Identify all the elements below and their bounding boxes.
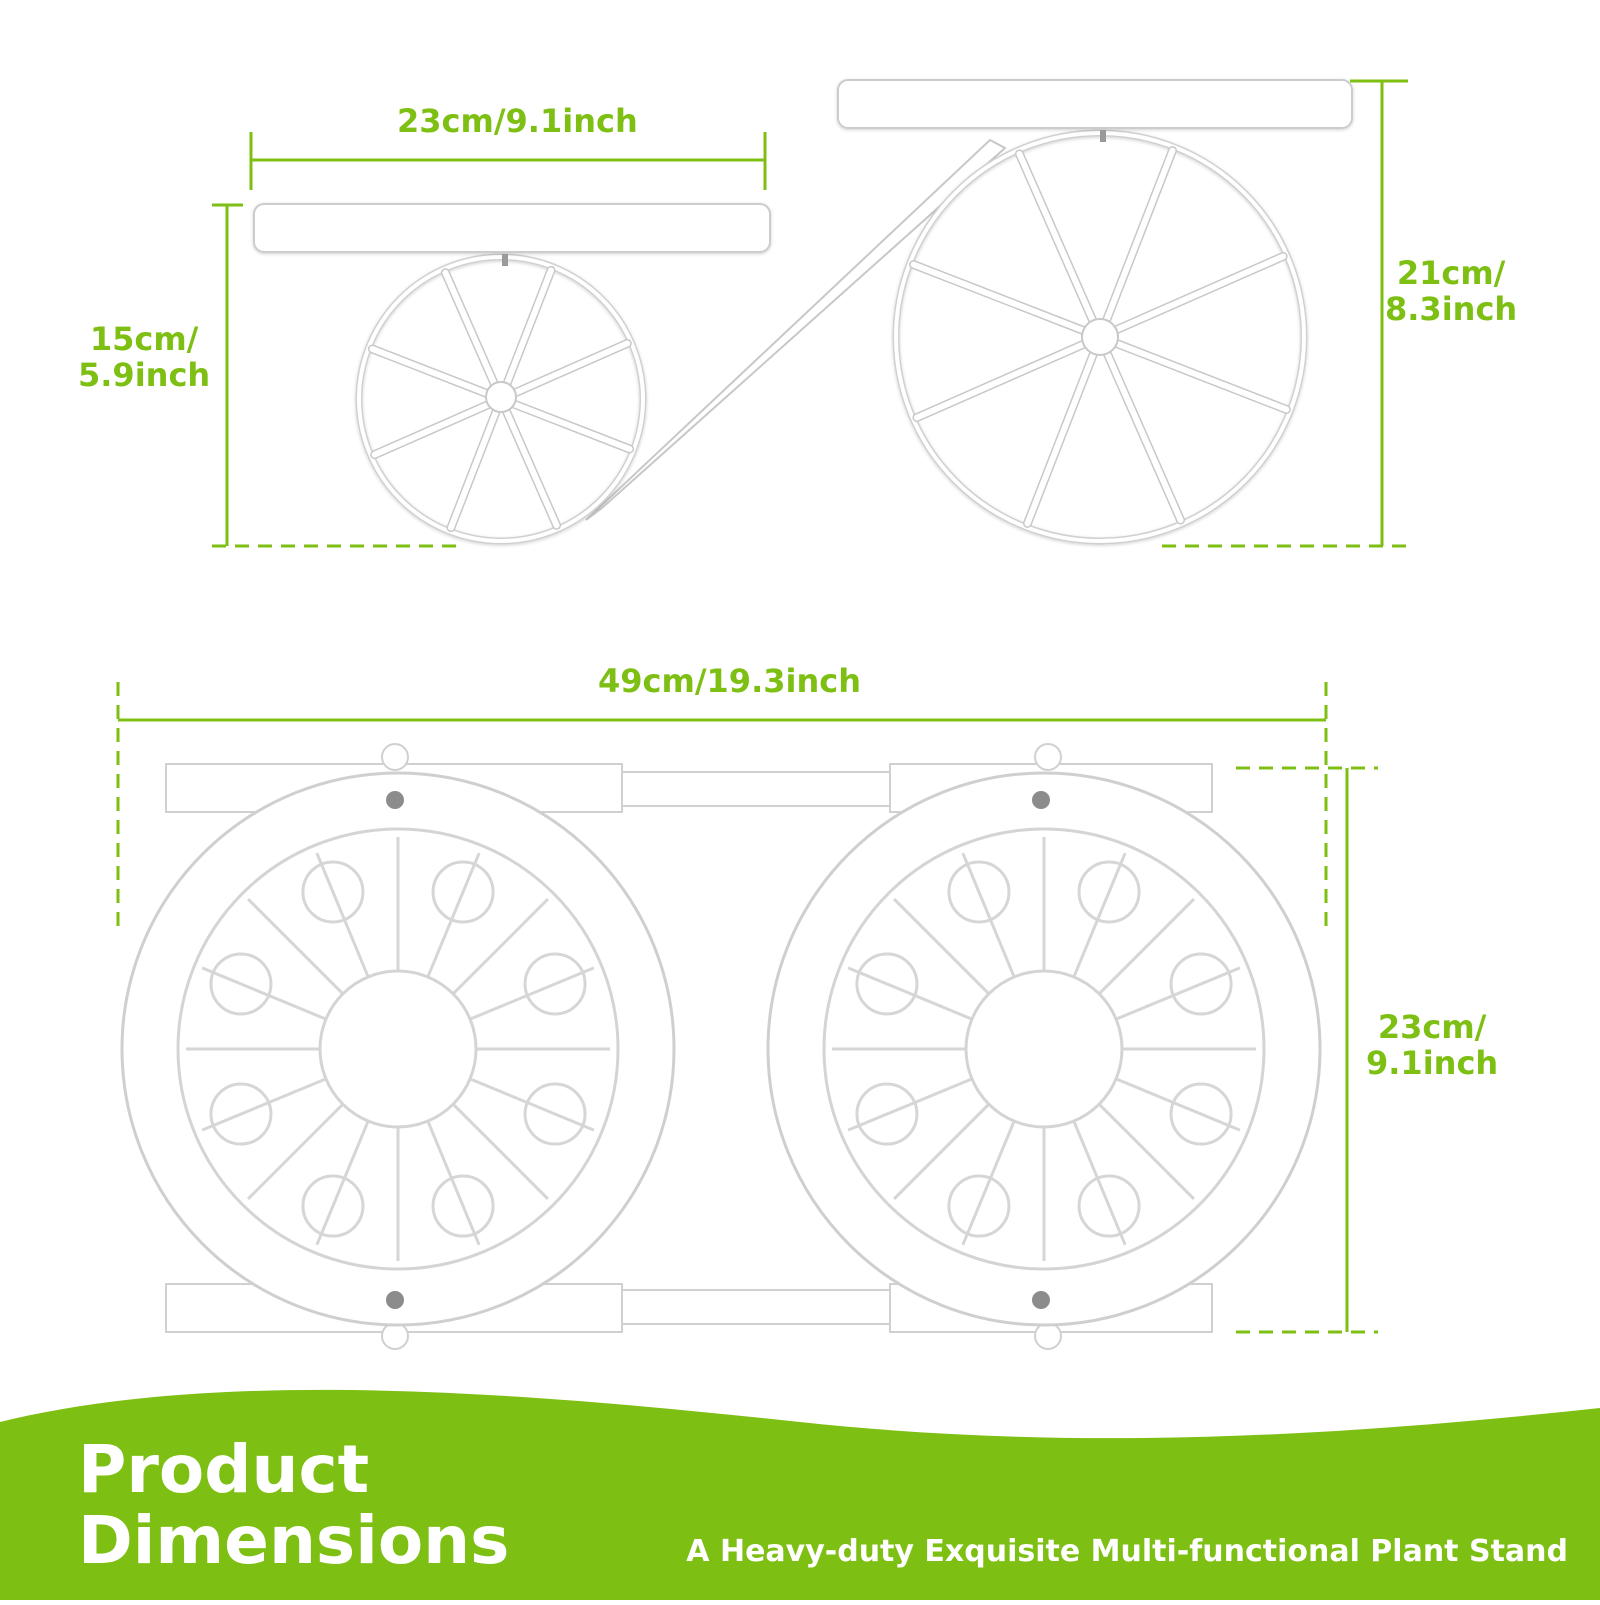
left-ring-center <box>318 969 478 1129</box>
footer-title-line1: Product <box>78 1431 370 1508</box>
right-ring-spoke <box>1098 1103 1195 1200</box>
spoke <box>1097 334 1184 524</box>
left-ring-scroll <box>301 860 365 924</box>
left-ring-spoke <box>315 852 370 978</box>
spoke <box>442 269 504 402</box>
right-ring-center <box>964 969 1124 1129</box>
left-ring-spoke <box>201 966 327 1021</box>
left-ring-scroll <box>209 1082 273 1146</box>
left-ring-spoke <box>426 1120 481 1246</box>
footer-title: Product Dimensions <box>78 1434 509 1577</box>
spoke <box>1097 147 1176 340</box>
large-height-line1: 21cm/ <box>1396 254 1506 292</box>
spoke <box>1097 334 1290 413</box>
right-ring-spoke <box>961 1120 1016 1246</box>
right-ring-spoke <box>893 1103 990 1200</box>
shelf-width-label: 23cm/9.1inch <box>397 102 638 140</box>
small-shelf <box>253 203 771 253</box>
spoke <box>498 340 631 402</box>
right-ring-scroll <box>947 1174 1011 1238</box>
small-shelf-bolt <box>502 254 508 266</box>
right-ring-scroll <box>947 860 1011 924</box>
large-height-label: 21cm/ 8.3inch <box>1385 254 1518 328</box>
spoke <box>369 345 504 402</box>
left-ring-spoke <box>452 1103 549 1200</box>
side-view-dimension-lines <box>212 79 1408 548</box>
small-height-line1: 15cm/ <box>89 320 199 358</box>
left-ring-scroll <box>301 1174 365 1238</box>
left-ring-top-bolt <box>386 791 404 809</box>
spoke <box>1024 334 1103 527</box>
left-ring-spoke <box>201 1077 327 1132</box>
right-ring-scroll <box>855 1082 919 1146</box>
spoke <box>498 396 633 453</box>
left-ring-bottom-bolt <box>386 1291 404 1309</box>
left-ring-scroll <box>523 952 587 1016</box>
overall-length-label: 49cm/19.3inch <box>598 662 861 700</box>
right-ring-bottom-bolt <box>1032 1291 1050 1309</box>
side-view <box>253 79 1353 545</box>
left-ring-spoke <box>452 898 549 995</box>
left-ring-scroll <box>209 952 273 1016</box>
spoke <box>498 396 560 529</box>
right-ring-spoke <box>1115 1077 1241 1132</box>
small-height-label: 15cm/ 5.9inch <box>78 320 211 394</box>
left-ring-spoke <box>426 852 481 978</box>
left-ring-spoke <box>247 898 344 995</box>
right-ring-scroll <box>1077 860 1141 924</box>
right-ring-spoke <box>961 852 1016 978</box>
left-ring-scroll <box>431 1174 495 1238</box>
large-height-line2: 8.3inch <box>1385 289 1518 328</box>
large-wheel-hub <box>1081 318 1119 356</box>
small-wheel <box>355 253 647 545</box>
right-ring-spoke <box>1098 898 1195 995</box>
right-ring-spoke <box>1072 852 1127 978</box>
spoke <box>1097 253 1287 340</box>
right-ring-spoke <box>893 898 990 995</box>
top-view-dimension-lines <box>116 682 1378 1334</box>
right-ring-scroll <box>1169 952 1233 1016</box>
right-ring-top-bolt <box>1032 791 1050 809</box>
left-ring-spoke <box>469 966 595 1021</box>
top-view <box>120 743 1322 1350</box>
left-ring-scroll <box>523 1082 587 1146</box>
left-ring-scroll <box>431 860 495 924</box>
footer-subtitle: A Heavy-duty Exquisite Multi-functional … <box>686 1534 1568 1569</box>
left-top-knob <box>381 743 409 771</box>
right-ring-spoke <box>847 966 973 1021</box>
spoke <box>913 334 1103 421</box>
connecting-arm <box>585 138 1007 521</box>
left-ring-spoke <box>247 1103 344 1200</box>
footer-title-line2: Dimensions <box>78 1502 510 1580</box>
decorative-rings <box>120 771 1322 1327</box>
right-ring-spoke <box>847 1077 973 1132</box>
spoke <box>1016 150 1103 340</box>
spoke <box>447 396 504 531</box>
small-wheel-hub <box>485 381 517 413</box>
right-bottom-knob <box>1034 1322 1062 1350</box>
depth-label: 23cm/ 9.1inch <box>1366 1008 1499 1082</box>
small-wheel-spokes <box>367 265 635 533</box>
right-ring-scroll <box>1077 1174 1141 1238</box>
left-bottom-knob <box>381 1322 409 1350</box>
right-ring-spoke <box>1115 966 1241 1021</box>
right-ring-spoke <box>1072 1120 1127 1246</box>
right-ring-scroll <box>855 952 919 1016</box>
large-shelf-bolt <box>1100 130 1106 142</box>
spoke <box>910 261 1103 340</box>
left-ring-spoke <box>469 1077 595 1132</box>
spoke <box>498 267 555 402</box>
spoke <box>371 396 504 458</box>
right-ring-scroll <box>1169 1082 1233 1146</box>
footer-wave <box>0 1389 1600 1600</box>
depth-line1: 23cm/ <box>1377 1008 1487 1046</box>
large-wheel-spokes <box>909 146 1291 528</box>
small-height-line2: 5.9inch <box>78 355 211 394</box>
left-ring-spoke <box>315 1120 370 1246</box>
right-top-knob <box>1034 743 1062 771</box>
depth-line2: 9.1inch <box>1366 1043 1499 1082</box>
large-shelf <box>837 79 1353 129</box>
